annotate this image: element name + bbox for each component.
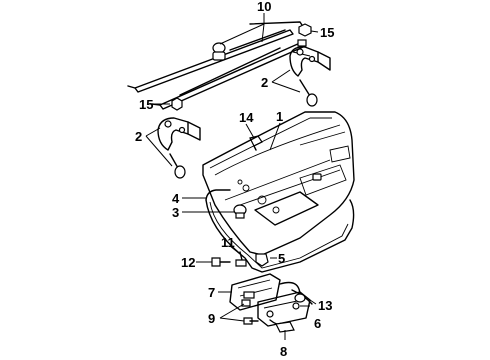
torsion-rods	[127, 21, 305, 110]
callout-2-upper: 2	[261, 75, 268, 90]
bolt-11	[235, 251, 247, 267]
weatherstrip	[205, 189, 355, 273]
bolts-9	[241, 299, 259, 325]
hinge-left-bolt	[169, 153, 186, 179]
callout-13: 13	[318, 298, 332, 313]
callout-8: 8	[280, 344, 287, 359]
callout-10: 10	[257, 0, 271, 14]
callout-1: 1	[276, 109, 283, 124]
callout-14: 14	[239, 110, 254, 125]
callout-2-left: 2	[135, 129, 142, 144]
callout-labels: 10 15 2 15 14 1 2 4 3 11 5 12 7 13 9 6 8	[135, 0, 334, 359]
actuator-13	[279, 281, 313, 305]
callout-12: 12	[181, 255, 195, 270]
callout-7: 7	[208, 285, 215, 300]
hinge-right-bolt	[299, 79, 318, 107]
leader-lines	[145, 13, 319, 340]
lock-bracket	[229, 273, 281, 311]
trunk-lid	[202, 111, 355, 256]
hinge-left	[157, 117, 201, 151]
callout-15-upper: 15	[320, 25, 334, 40]
nut-upper	[298, 23, 312, 37]
callout-15-left: 15	[139, 97, 153, 112]
nut-left	[171, 97, 183, 111]
callout-6: 6	[314, 316, 321, 331]
callout-5: 5	[278, 251, 285, 266]
striker-5	[255, 253, 269, 267]
cable-8	[269, 319, 295, 333]
rod-bumper	[212, 42, 226, 61]
bolt-12	[211, 257, 231, 267]
bumper-3	[233, 204, 247, 219]
callout-4: 4	[172, 191, 180, 206]
hinge-right	[289, 39, 331, 77]
callout-11: 11	[221, 235, 235, 250]
callout-3: 3	[172, 205, 179, 220]
callout-9: 9	[208, 311, 215, 326]
